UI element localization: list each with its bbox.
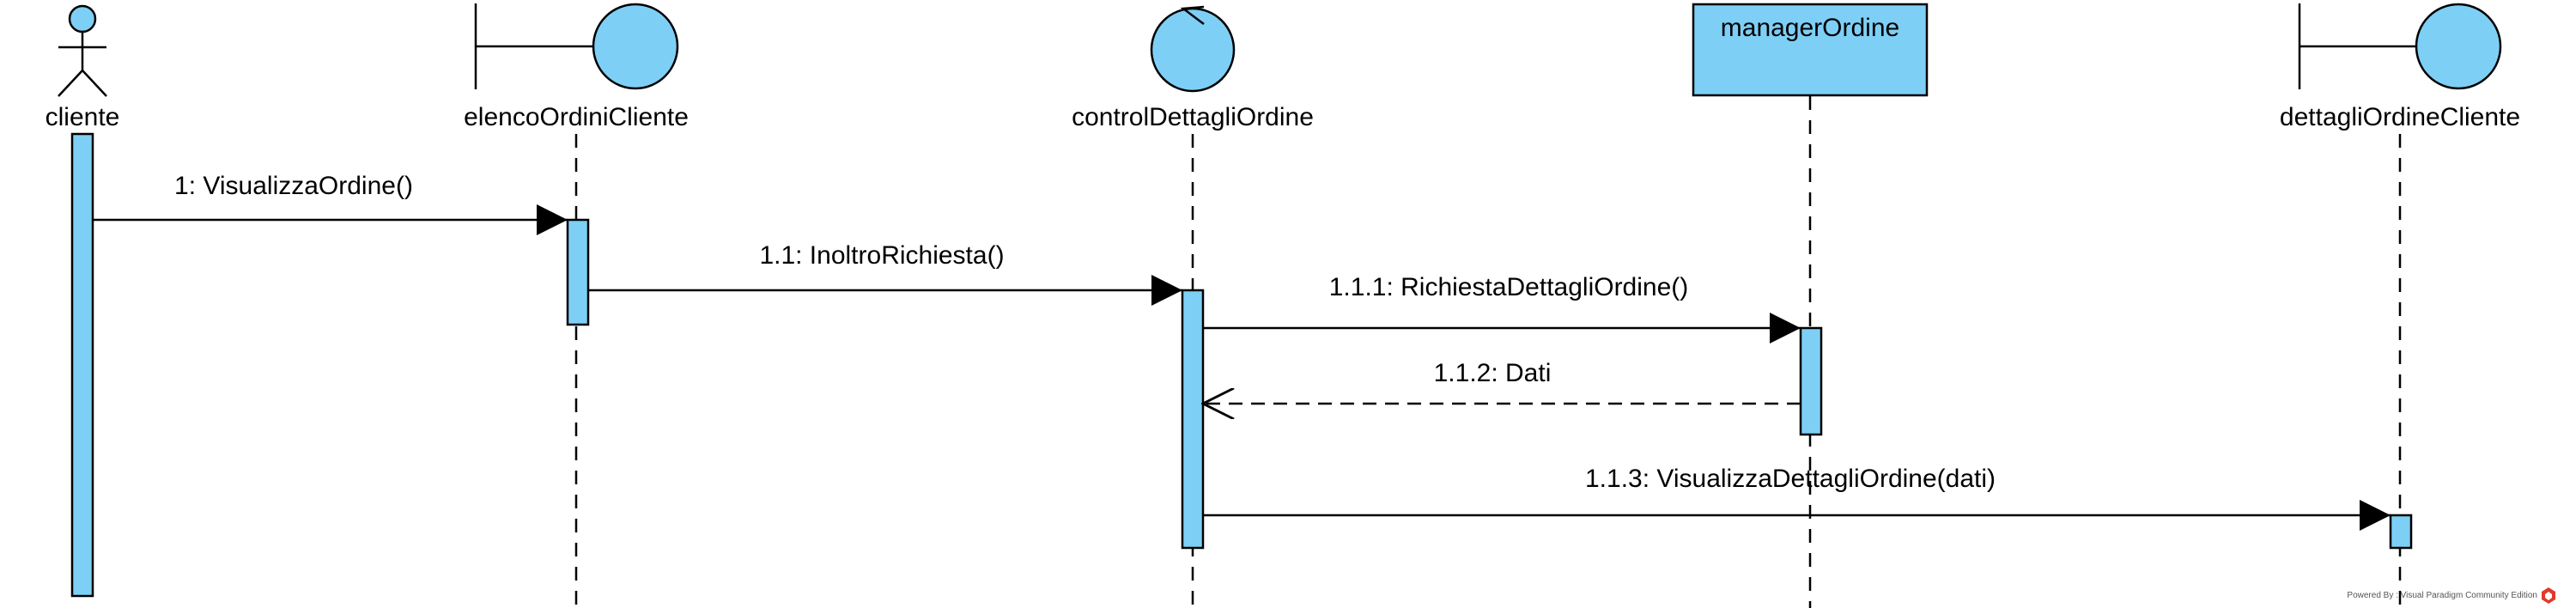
message-4: 1.1.2: Dati [1203,359,1801,404]
activation-elenco [566,218,590,326]
participant-control: controlDettagliOrdine [1072,5,1314,608]
watermark: Powered By : Visual Paradigm Community E… [2347,587,2555,604]
message-1: 1: VisualizzaOrdine() [93,172,568,235]
boundary-icon [474,3,679,90]
participant-dettagli: dettagliOrdineCliente [2280,3,2520,608]
visual-paradigm-logo-icon [2542,587,2555,604]
message-label-4: 1.1.2: Dati [1434,359,1552,387]
boundary-icon [2298,3,2502,90]
message-label-2: 1.1: InoltroRichiesta() [759,241,1004,270]
participant-cliente: cliente [46,4,120,598]
message-label-5: 1.1.3: VisualizzaDettagliOrdine(dati) [1585,465,1996,493]
message-3: 1.1.1: RichiestaDettagliOrdine() [1203,273,1801,344]
actor-icon [58,4,107,97]
activation-control [1181,289,1205,550]
participant-label-manager: managerOrdine [1721,14,1899,42]
activation-dettagli [2389,514,2413,550]
participant-label-dettagli: dettagliOrdineCliente [2280,103,2520,131]
message-label-1: 1: VisualizzaOrdine() [174,172,413,200]
control-icon [1150,5,1236,93]
participant-label-control: controlDettagliOrdine [1072,103,1314,131]
participant-manager: managerOrdine [1692,3,1929,608]
message-5: 1.1.3: VisualizzaDettagliOrdine(dati) [1203,465,2391,531]
activation-cliente [70,132,94,598]
participant-label-elenco: elencoOrdiniCliente [464,103,689,131]
activation-manager [1799,326,1823,436]
watermark-text: Powered By : Visual Paradigm Community E… [2347,591,2537,600]
participant-elenco: elencoOrdiniCliente [464,3,689,608]
manager-box [1692,3,1929,97]
message-2: 1.1: InoltroRichiesta() [588,241,1182,306]
participant-label-cliente: cliente [46,103,120,131]
message-label-3: 1.1.1: RichiestaDettagliOrdine() [1329,273,1689,301]
